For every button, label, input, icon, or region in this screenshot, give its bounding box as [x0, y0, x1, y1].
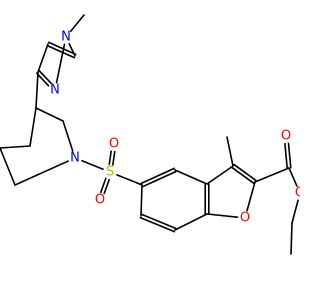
bond-p6-p5 — [0, 147, 16, 186]
bond-oe-e1 — [291, 199, 299, 224]
bond-c3-p3 — [35, 71, 39, 109]
bond-c4-c5 — [47, 41, 77, 56]
bond-f3-f2 — [233, 163, 257, 182]
atom-label-fo: O — [240, 211, 250, 226]
bond-b7-b6 — [140, 213, 177, 230]
bond-p5-p4 — [0, 145, 31, 149]
bond-f2-fo — [246, 181, 256, 212]
bond-b3a-f3 — [206, 165, 234, 185]
bond-cc-oe — [288, 167, 298, 187]
atom-label-n1: N — [61, 30, 71, 45]
bond-b5-b4 — [141, 170, 177, 188]
atom-label-n2: N — [50, 83, 60, 98]
bond-b5-b4 — [140, 167, 176, 185]
bond-c_me_n-n1 — [69, 14, 85, 32]
molecule-structure-diagram: NNNSOOOOO — [0, 14, 300, 255]
bond-layer — [0, 14, 299, 255]
bond-f3-me3 — [226, 136, 234, 167]
bond-n2-c3 — [38, 69, 52, 85]
bond-n1-n2 — [55, 43, 66, 84]
bond-f3-f2 — [231, 166, 255, 185]
bond-c5-n1 — [68, 42, 76, 57]
bond-cc-oc — [284, 142, 289, 169]
bond-s-os2 — [112, 150, 116, 166]
atom-label-os1: O — [95, 193, 105, 208]
bond-s-b5 — [116, 174, 143, 186]
bond-p4-p3 — [29, 107, 37, 147]
bond-s-os1 — [100, 177, 107, 194]
bond-b4-b3a — [174, 169, 208, 185]
atom-label-pn: N — [70, 151, 80, 166]
bond-fo-b7a — [206, 213, 239, 219]
bond-c3-c4 — [37, 43, 49, 73]
atom-label-oc: O — [281, 129, 291, 144]
bond-s-os2 — [108, 150, 112, 166]
bond-c4-c5 — [46, 44, 76, 59]
bond-b6-b5 — [140, 184, 143, 217]
bond-b7-b6 — [139, 216, 176, 233]
bond-pn-p6 — [14, 160, 69, 186]
bond-f2-cc — [254, 167, 290, 183]
bond-e1-e2 — [290, 222, 293, 255]
bond-cc-oc — [287, 142, 292, 169]
bond-pn-s — [81, 159, 104, 171]
atom-label-layer: NNNSOOOOO — [50, 30, 300, 226]
bond-p2-pn — [62, 120, 74, 152]
atom-label-os2: O — [109, 137, 119, 152]
bond-s-os1 — [103, 178, 110, 195]
atom-label-oe: O — [295, 186, 300, 201]
bond-p3-p2 — [35, 107, 64, 122]
bond-n2-c3 — [35, 72, 50, 87]
atom-label-s: S — [106, 165, 114, 180]
bond-b7a-b7 — [174, 213, 208, 231]
